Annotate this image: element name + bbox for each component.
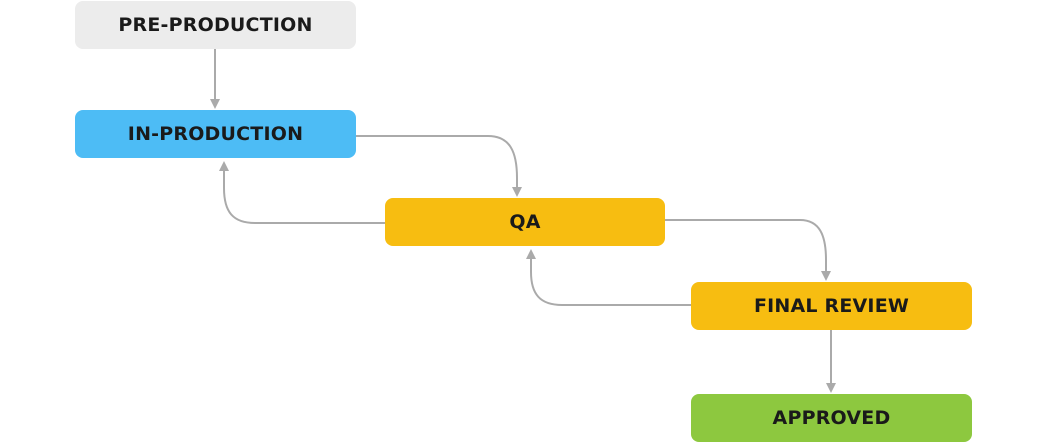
node-in-production-label: IN-PRODUCTION	[127, 123, 304, 145]
arrow-final-to-qa	[526, 249, 691, 306]
node-in-production: IN-PRODUCTION	[75, 110, 356, 158]
node-approved-label: APPROVED	[772, 407, 891, 429]
node-qa-label: QA	[509, 211, 541, 233]
node-pre-production: PRE-PRODUCTION	[75, 1, 356, 49]
node-qa: QA	[385, 198, 665, 246]
arrow-qa-to-final	[665, 219, 831, 281]
node-final-review: FINAL REVIEW	[691, 282, 972, 330]
node-approved: APPROVED	[691, 394, 972, 442]
arrow-in-to-qa	[356, 135, 522, 197]
node-pre-production-label: PRE-PRODUCTION	[118, 14, 313, 36]
arrow-qa-to-in	[219, 161, 385, 224]
node-final-review-label: FINAL REVIEW	[753, 295, 910, 317]
